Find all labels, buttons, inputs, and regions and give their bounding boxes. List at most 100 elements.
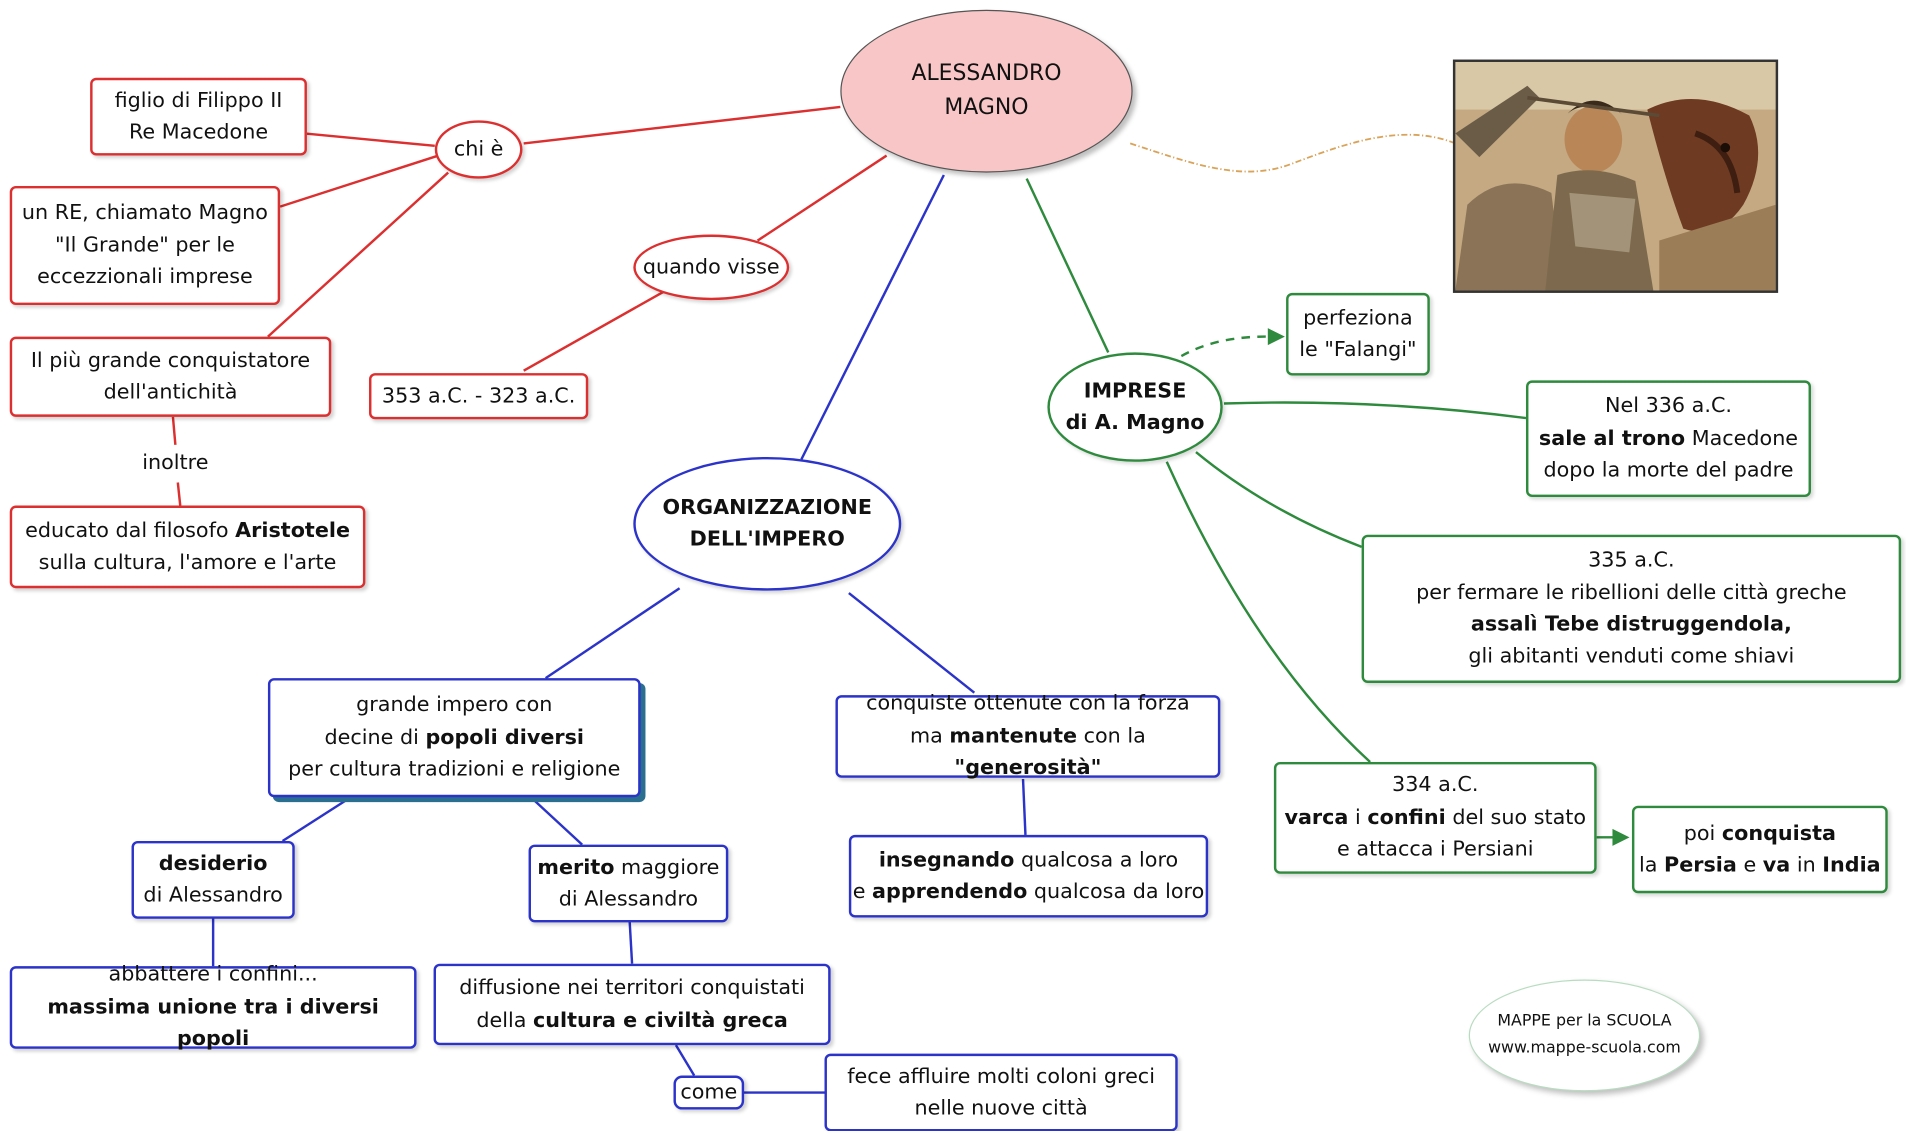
connector-root-chi (523, 105, 841, 145)
connector-imprese-falangi (1180, 335, 1273, 358)
insegnando-line1: insegnando qualcosa a loro (879, 844, 1178, 876)
anno335-line2: per fermare le ribellioni delle città gr… (1416, 580, 1847, 605)
connector-imprese-335 (1195, 451, 1363, 549)
impero-line2: decine di popoli diversi (325, 722, 585, 754)
insegnando-line2: e apprendendo qualcosa da loro (853, 876, 1205, 908)
imprese-node[interactable]: IMPRESE di A. Magno (1047, 352, 1223, 462)
merito-line1: merito maggiore (537, 852, 719, 884)
connector-root-quando (756, 154, 888, 242)
anno334-line2: varca i confini del suo stato (1284, 802, 1586, 834)
diffusione-line1: diffusione nei territori conquistati (459, 976, 805, 1001)
conquistatore-line2: dell'antichità (103, 380, 238, 405)
credit-line1: MAPPE per la SCUOLA (1497, 1012, 1672, 1031)
organizzazione-line2: DELL'IMPERO (689, 527, 845, 552)
connector-chi-re (279, 154, 439, 208)
connector-chi-conquistatore (267, 171, 450, 338)
quando-node[interactable]: quando visse (633, 234, 790, 301)
chi-e-label: chi è (453, 137, 504, 162)
connector-root-image (1129, 133, 1456, 173)
educato-aristotele: Aristotele (235, 518, 351, 543)
coloni-line2: nelle nuove città (914, 1096, 1088, 1121)
connector-conquiste-insegnando (1021, 778, 1027, 835)
organizzazione-line1: ORGANIZZAZIONE (662, 495, 872, 520)
figlio-line2: Re Macedone (128, 120, 269, 145)
abbattere-node[interactable]: abbattere i confini... massima unione tr… (9, 963, 417, 1051)
figlio-node[interactable]: figlio di Filippo II Re Macedone (90, 77, 307, 156)
persia-va: va (1762, 853, 1791, 878)
date-node[interactable]: 353 a.C. - 323 a.C. (369, 373, 589, 420)
impero-popoli: popoli diversi (425, 725, 585, 750)
merito-node[interactable]: merito maggiore di Alessandro (528, 844, 729, 923)
anno334-varca: varca (1284, 805, 1349, 830)
anno336-bold: sale al trono (1538, 426, 1686, 451)
educato-node[interactable]: educato dal filosofo Aristotele sulla cu… (9, 505, 366, 589)
apprendendo-bold: apprendendo (872, 879, 1028, 905)
anno334-node[interactable]: 334 a.C. varca i confini del suo stato e… (1273, 761, 1597, 874)
anno335-bold: assalì Tebe distruggendola, (1470, 612, 1792, 637)
root-line1: ALESSANDRO (911, 60, 1062, 87)
connector-imprese-334 (1165, 461, 1371, 763)
coloni-node[interactable]: fece affluire molti coloni greci nelle n… (824, 1053, 1178, 1131)
conquiste-node[interactable]: conquiste ottenute con la forza ma mante… (835, 692, 1221, 780)
arrowhead-persia (1612, 828, 1630, 846)
imprese-line2: di A. Magno (1065, 410, 1205, 436)
come-label: come (680, 1080, 738, 1105)
organizzazione-node[interactable]: ORGANIZZAZIONE DELL'IMPERO (633, 456, 902, 591)
conquistatore-node[interactable]: Il più grande conquistatore dell'antichi… (9, 336, 332, 417)
anno336-line1: Nel 336 a.C. (1605, 394, 1732, 419)
conquiste-mid: con la (1077, 724, 1146, 749)
persia-india: India (1822, 853, 1881, 878)
insegnando-node[interactable]: insegnando qualcosa a loro e apprendendo… (848, 834, 1209, 918)
anno335-node[interactable]: 335 a.C. per fermare le ribellioni delle… (1361, 534, 1902, 683)
insegnando-rest: qualcosa a loro (1014, 847, 1179, 873)
impero-node[interactable]: grande impero con decine di popoli diver… (267, 678, 641, 798)
persia-line2: la Persia e va in India (1639, 849, 1881, 881)
come-node[interactable]: come (673, 1075, 745, 1110)
connector-merito-diffusione (628, 921, 634, 964)
chi-e-node[interactable]: chi è (434, 120, 523, 179)
anno334-line3: e attacca i Persiani (1337, 837, 1534, 862)
anno334-rest: del suo stato (1445, 805, 1587, 830)
persia-conquista: conquista (1721, 821, 1836, 846)
coloni-line1: fece affluire molti coloni greci (847, 1064, 1155, 1089)
abbattere-line1: abbattere i confini... (108, 963, 318, 988)
connector-conquistatore-inoltre (171, 416, 177, 445)
anno334-mid: i (1348, 805, 1368, 830)
diffusione-pre: della (476, 1008, 533, 1033)
re-line3: eccezzionali imprese (37, 265, 253, 290)
arrowhead-falangi (1267, 328, 1285, 346)
conquiste-line1: conquiste ottenute con la forza (866, 692, 1190, 717)
merito-rest: maggiore (614, 855, 720, 880)
anno336-line3: dopo la morte del padre (1543, 458, 1794, 483)
connector-chi-figlio (306, 132, 435, 148)
re-line1: un RE, chiamato Magno (21, 201, 268, 226)
credit-badge[interactable]: MAPPE per la SCUOLA www.mappe-scuola.com (1468, 979, 1701, 1092)
falangi-line2: le "Falangi" (1299, 337, 1417, 363)
anno334-line1: 334 a.C. (1392, 773, 1479, 798)
re-line2: "Il Grande" per le (55, 233, 235, 258)
anno335-line4: gli abitanti venduti come shiavi (1468, 644, 1795, 669)
anno336-line2: sale al trono Macedone (1539, 423, 1798, 455)
connector-root-imprese (1025, 178, 1110, 353)
root-line2: MAGNO (944, 94, 1029, 121)
diffusione-line2: della cultura e civiltà greca (476, 1004, 788, 1036)
desiderio-node[interactable]: desiderio di Alessandro (131, 840, 295, 919)
impero-line1: grande impero con (356, 693, 553, 718)
desiderio-line2: di Alessandro (143, 883, 283, 908)
anno336-node[interactable]: Nel 336 a.C. sale al trono Macedone dopo… (1526, 380, 1811, 498)
connector-root-organizzazione (800, 174, 945, 460)
apprendendo-rest: qualcosa da loro (1027, 879, 1205, 905)
persia-node[interactable]: poi conquista la Persia e va in India (1631, 805, 1888, 894)
connector-impero-desiderio (281, 798, 348, 843)
connector-org-conquiste (848, 592, 976, 694)
date-label: 353 a.C. - 323 a.C. (381, 383, 576, 409)
root-node[interactable]: ALESSANDRO MAGNO (840, 9, 1133, 173)
imprese-line1: IMPRESE (1083, 378, 1187, 404)
re-node[interactable]: un RE, chiamato Magno "Il Grande" per le… (9, 185, 281, 306)
connector-inoltre-educato (176, 482, 182, 506)
anno335-line1: 335 a.C. (1588, 548, 1675, 573)
diffusione-node[interactable]: diffusione nei territori conquistati del… (433, 963, 831, 1046)
diffusione-bold: cultura e civiltà greca (532, 1008, 788, 1033)
falangi-node[interactable]: perfeziona le "Falangi" (1286, 292, 1430, 376)
